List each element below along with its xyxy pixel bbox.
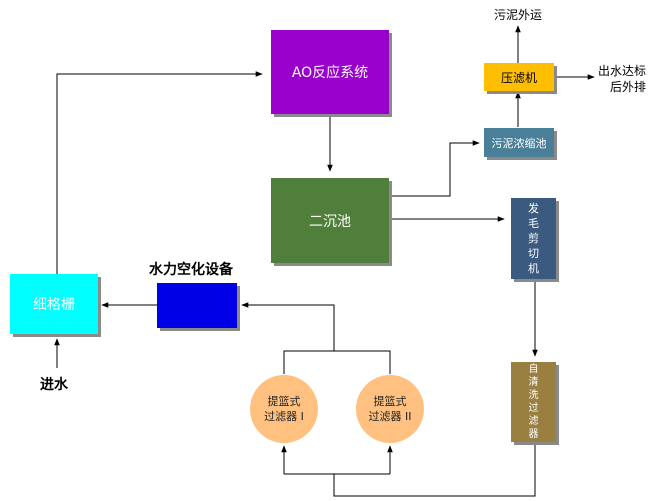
ao-reaction-system-box: AO反应系统 [271,30,389,114]
connector-selfclean-loop [333,442,536,497]
basket-filter-2: 提篮式 过滤器 II [356,375,424,443]
connector-screen-to-ao [56,71,263,274]
sludge-out-label: 污泥外运 [494,8,543,22]
self-cleaning-filter-box: 自 清 洗 过 滤 器 [511,362,556,442]
cavitation-equipment-title: 水力空化设备 [149,262,233,278]
hair-shearer-char: 剪 [528,232,539,245]
discharge-label-line: 出水达标 [598,64,647,78]
hair-shearer-char: 切 [528,247,539,260]
basket-filter-1: 提篮式 过滤器 I [250,375,318,443]
hair-shearer-box: 发 毛 剪 切 机 [511,198,556,279]
connector-clarifier-to-thickener [389,140,480,197]
connector-baskets-top [283,350,391,374]
discharge-label-line: 后外排 [610,80,647,94]
filter-press-label: 压滤机 [500,70,537,85]
basket-filter-2-line: 提篮式 [373,395,407,408]
filter-press-box: 压滤机 [484,63,554,91]
inlet-label: 进水 [40,377,68,393]
hair-shearer-char: 机 [528,262,539,275]
ao-reaction-system-label: AO反应系统 [291,65,369,81]
basket-filter-1-line: 提篮式 [267,395,301,408]
self-cleaning-filter-char: 滤 [528,416,539,427]
self-cleaning-filter-char: 器 [528,429,539,440]
fine-screen-box: 细格栅 [10,274,98,334]
connector-baskets-to-aerator [241,302,335,351]
basket-filter-2-line: 过滤器 II [368,410,412,423]
self-cleaning-filter-char: 过 [528,403,539,414]
self-cleaning-filter-char: 自 [528,364,539,375]
basket-filter-1-line: 过滤器 I [264,410,304,423]
secondary-clarifier-box: 二沉池 [271,178,389,263]
discharge-label: 出水达标 后外排 [598,63,646,95]
hair-shearer-char: 毛 [528,217,539,230]
self-cleaning-filter-char: 清 [528,377,539,388]
sludge-thickener-box: 污泥浓缩池 [484,128,554,157]
sludge-thickener-label: 污泥浓缩池 [491,136,547,150]
fine-screen-label: 细格栅 [33,297,75,313]
secondary-clarifier-label: 二沉池 [309,213,351,230]
hair-shearer-char: 发 [528,202,539,215]
hydrodynamic-cavitation-box [157,283,237,328]
self-cleaning-filter-char: 洗 [528,390,539,401]
